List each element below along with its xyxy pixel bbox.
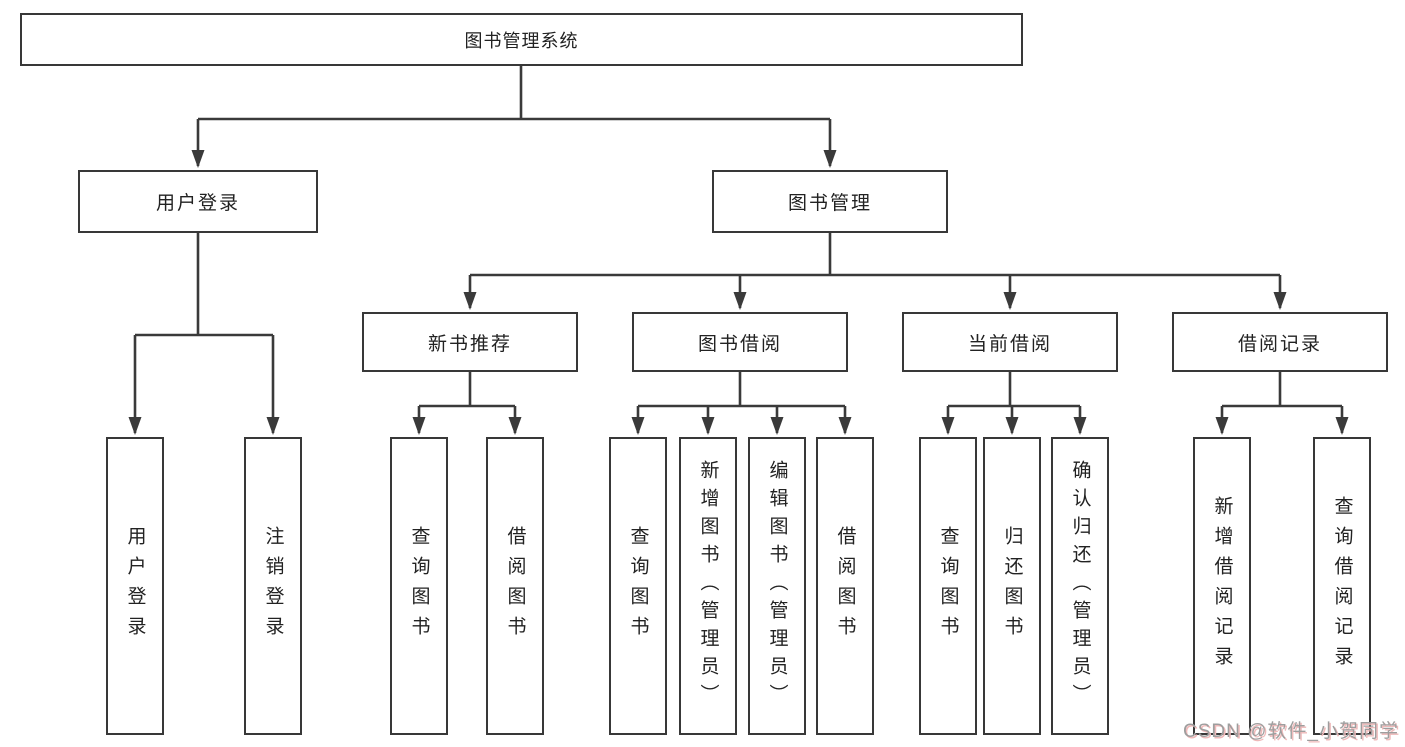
node-library-system: 图书管理系统 xyxy=(20,13,1023,66)
leaf-logout-login-label: 注销登录 xyxy=(262,526,284,646)
leaf-edit-book-admin-label: 编辑图书（管理员） xyxy=(766,460,788,712)
leaf-query-book-recommend-label: 查询图书 xyxy=(408,526,430,646)
leaf-return-book: 归还图书 xyxy=(983,437,1041,735)
leaf-add-borrow-record: 新增借阅记录 xyxy=(1193,437,1251,735)
leaf-confirm-return-admin: 确认归还（管理员） xyxy=(1051,437,1109,735)
leaf-add-book-admin: 新增图书（管理员） xyxy=(679,437,737,735)
leaf-add-book-admin-label: 新增图书（管理员） xyxy=(697,460,719,712)
leaf-query-book-borrow: 查询图书 xyxy=(609,437,667,735)
node-library-system-label: 图书管理系统 xyxy=(464,30,579,51)
leaf-borrow-book-recommend: 借阅图书 xyxy=(486,437,544,735)
node-borrow-records-label: 借阅记录 xyxy=(1237,333,1322,355)
leaf-logout-login: 注销登录 xyxy=(244,437,302,735)
node-book-borrow-label: 图书借阅 xyxy=(697,333,782,355)
node-current-borrow: 当前借阅 xyxy=(902,312,1118,372)
leaf-edit-book-admin: 编辑图书（管理员） xyxy=(748,437,806,735)
leaf-query-book-recommend: 查询图书 xyxy=(390,437,448,735)
leaf-return-book-label: 归还图书 xyxy=(1001,526,1023,646)
leaf-borrow-book: 借阅图书 xyxy=(816,437,874,735)
node-borrow-records: 借阅记录 xyxy=(1172,312,1388,372)
node-user-login-label: 用户登录 xyxy=(155,193,240,214)
node-book-management-label: 图书管理 xyxy=(787,193,872,214)
node-user-login: 用户登录 xyxy=(78,170,318,233)
leaf-query-book-current: 查询图书 xyxy=(919,437,977,735)
node-new-book-recommend-label: 新书推荐 xyxy=(427,333,512,355)
leaf-query-borrow-record: 查询借阅记录 xyxy=(1313,437,1371,735)
leaf-confirm-return-admin-label: 确认归还（管理员） xyxy=(1069,460,1091,712)
leaf-query-book-borrow-label: 查询图书 xyxy=(627,526,649,646)
leaf-borrow-book-label: 借阅图书 xyxy=(834,526,856,646)
node-book-borrow: 图书借阅 xyxy=(632,312,848,372)
node-new-book-recommend: 新书推荐 xyxy=(362,312,578,372)
leaf-query-borrow-record-label: 查询借阅记录 xyxy=(1331,496,1353,676)
leaf-user-login-label: 用户登录 xyxy=(124,526,146,646)
leaf-borrow-book-recommend-label: 借阅图书 xyxy=(504,526,526,646)
leaf-user-login: 用户登录 xyxy=(106,437,164,735)
csdn-watermark: CSDN @软件_小贺同学 xyxy=(1183,721,1399,742)
leaf-add-borrow-record-label: 新增借阅记录 xyxy=(1211,496,1233,676)
node-book-management: 图书管理 xyxy=(712,170,948,233)
leaf-query-book-current-label: 查询图书 xyxy=(937,526,959,646)
node-current-borrow-label: 当前借阅 xyxy=(967,333,1052,355)
